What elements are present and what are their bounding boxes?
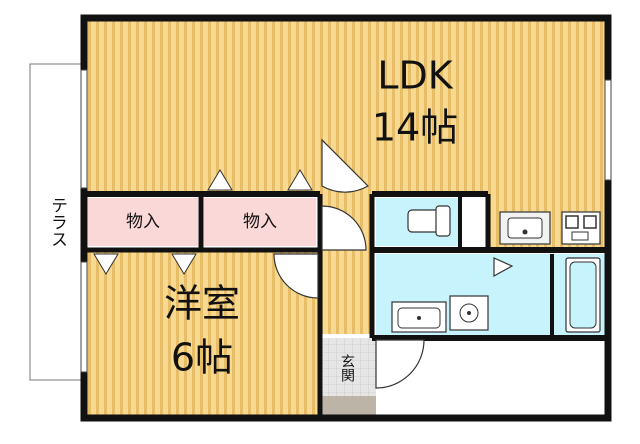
closet-door-markers: [93, 169, 313, 275]
door-swings: [273, 138, 514, 389]
outer-wall: [80, 14, 612, 422]
washing-machine-icon: [449, 295, 489, 331]
wash-basin-icon: [391, 301, 447, 333]
window-ldk-east: [604, 79, 612, 181]
window-room-west: [80, 261, 88, 373]
western-room-name: 洋室: [164, 282, 240, 326]
terrace: [29, 63, 85, 381]
stove-icon: [561, 211, 601, 245]
storage-left-label: 物入: [126, 212, 160, 232]
door-swing-room: [273, 253, 319, 299]
door-swing-hall: [321, 205, 367, 251]
entrance-step: [320, 396, 376, 418]
storage-closet-left: [88, 198, 198, 246]
door-swing-entrance: [375, 339, 425, 389]
terrace-label: テラス: [47, 197, 67, 248]
kitchen-sink-icon: [499, 211, 551, 245]
western-room-size: 6帖: [171, 336, 233, 380]
door-marker-wash: [493, 257, 514, 278]
toilet-icon: [407, 205, 451, 237]
ldk-name: LDK: [377, 54, 453, 98]
ldk-size: 14帖: [372, 106, 458, 150]
linen-closet: [462, 198, 486, 246]
entrance-label: 玄関: [339, 353, 355, 383]
storage-closet-right: [204, 198, 316, 246]
window-ldk-west: [80, 69, 88, 189]
door-swing-ldk: [321, 138, 369, 193]
bathtub-icon: [565, 257, 601, 333]
storage-right-label: 物入: [243, 212, 277, 232]
